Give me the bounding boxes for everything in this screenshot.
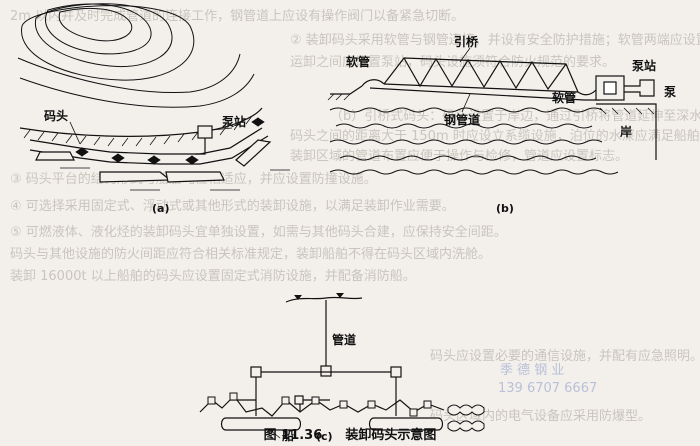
bg-line-1: 2m 以内并及时完成管道的连接工作，钢管道上应设有操作阀门以备紧急切断。 [10, 8, 464, 24]
subfigure-c-label: (c) [316, 430, 333, 443]
label-ship: 船 [282, 428, 294, 443]
ship-a-1 [35, 151, 75, 161]
bg-line-5: 码头之间的距离大于 150m 时应设立系缆设施，泊位的水深应满足船舶吃水要求。 [290, 128, 700, 144]
barges-c [447, 404, 485, 432]
bg-line-6: 装卸区域的管道布置应便于操作与检修，管道应设置标志。 [290, 148, 628, 164]
figure-b [327, 47, 657, 175]
subfigure-b-label: (b) [496, 202, 514, 215]
caption-title: 装卸码头示意图 [345, 428, 437, 443]
caption-number: 图 11.36 [263, 428, 323, 443]
bg-line-10: 码头与其他设施的防火间距应符合相关标准规定，装卸船舶不得在码头区域内洗舱。 [10, 246, 491, 262]
ship-c-1 [220, 417, 302, 431]
bg-line-9: ⑤ 可燃液体、液化烃的装卸码头宜单独设置，如需与其他码头合建，应保持安全间距。 [10, 224, 507, 240]
contour-lines [17, 3, 255, 108]
steel-pipeline [369, 87, 600, 101]
watermark-line-2: 139 6707 6667 [498, 381, 597, 396]
right-shore [596, 103, 657, 160]
bg-line-12: 码头应设置必要的通信设施，并配有应急照明。 [430, 348, 700, 364]
bg-line-4: （b）引桥式码头：码头设置于岸边，通过引桥将管道延伸至深水区泊位。 [330, 109, 700, 124]
ship-c-2 [368, 417, 444, 431]
leader-pump-a [211, 127, 233, 131]
bg-line-11: 装卸 16000t 以上船舶的码头应设置固定式消防设施，并配备消防船。 [10, 268, 416, 284]
leader-bridge [459, 47, 471, 63]
pump-station-a [197, 125, 213, 139]
label-pump-station-a: 泵站 [222, 114, 246, 129]
label-shore: 岸 [620, 124, 632, 139]
bg-line-8: ④ 可选择采用固定式、浮动式或其他形式的装卸设施，以满足装卸作业需要。 [10, 198, 455, 214]
bg-line-3: 运卸之间应设置泵站，码头设施须符合防火规范的要求。 [290, 54, 615, 70]
label-hose-left: 软管 [346, 54, 370, 69]
jetty [29, 127, 263, 155]
label-pump: 泵 [664, 85, 676, 99]
leader-ship [269, 429, 281, 439]
label-wharf: 码头 [44, 108, 68, 123]
bg-line-13: 码头区域内的电气设备应采用防爆型。 [430, 408, 651, 424]
pipeline-a [195, 138, 206, 155]
background-text: 2m 以内并及时完成管道的连接工作，钢管道上应设有操作阀门以备紧急切断。 ② 装… [10, 8, 700, 424]
left-bank [330, 85, 363, 95]
label-pump-station-b: 泵站 [632, 58, 656, 73]
ship-a-4 [235, 139, 272, 167]
ship-a-2 [99, 171, 172, 183]
label-approach-bridge: 引桥 [454, 34, 479, 49]
approach-bridge-truss [383, 57, 579, 93]
water-waves-b [329, 107, 619, 175]
label-steel-pipeline: 钢管道 [444, 112, 480, 127]
shoreline [19, 107, 263, 137]
water-lines-a [60, 167, 290, 191]
subfigure-a-label: (a) [152, 202, 169, 215]
pump-b [624, 79, 655, 97]
valves-a [75, 117, 265, 165]
ship-a-3 [165, 171, 225, 183]
hose-right [577, 89, 597, 96]
label-hose-right: 软管 [552, 90, 576, 105]
leader-steel-pipe [461, 93, 471, 113]
watermark-line-1: 季 德 钢 业 [500, 363, 564, 378]
leader-wharf [69, 121, 81, 145]
figure-a [17, 3, 290, 191]
bg-line-2: ② 装卸码头采用软管与钢管连接，并设有安全防护措施；软管两端应设置截止阀。 [290, 32, 700, 48]
figure-caption: 图 11.36 装卸码头示意图 [0, 424, 700, 443]
figure-c [199, 293, 485, 439]
label-pipeline-c: 管道 [332, 332, 356, 347]
hose-left [361, 79, 385, 87]
